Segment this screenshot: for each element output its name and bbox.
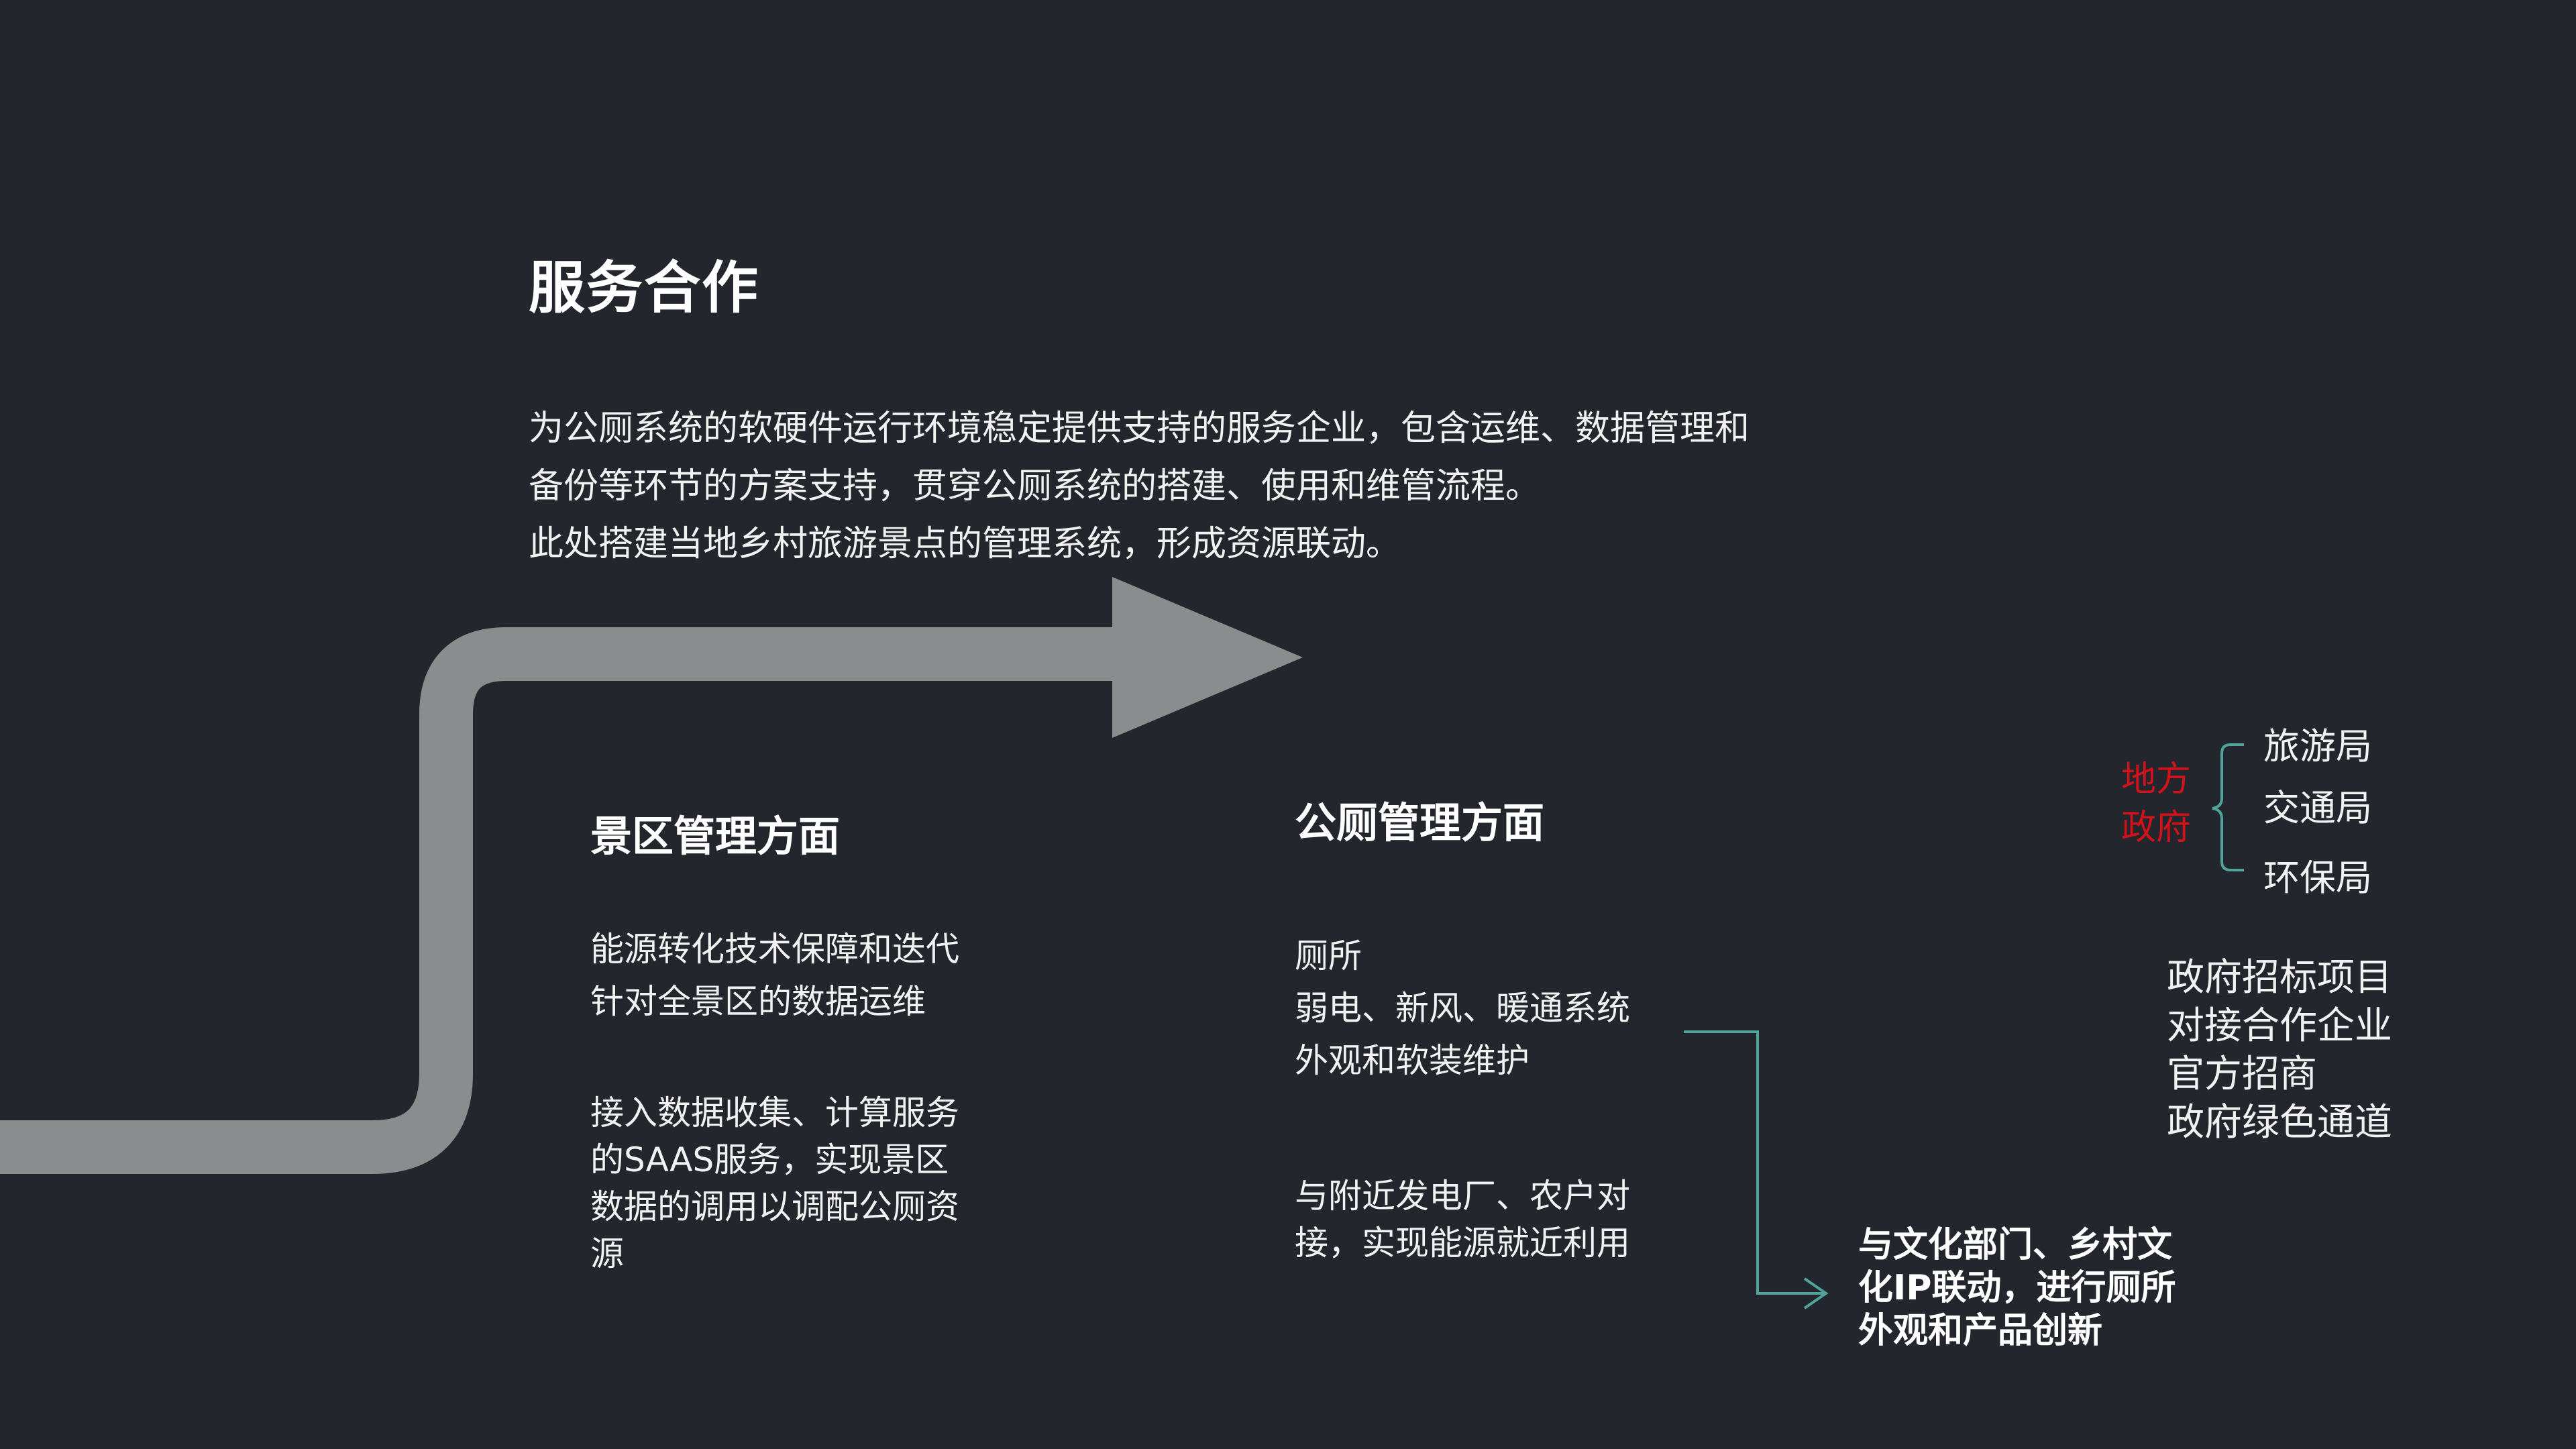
government-items: 政府招标项目 对接合作企业 官方招商 政府绿色通道 — [2167, 954, 2392, 1147]
bureau-environment: 环保局 — [2263, 857, 2372, 899]
bureau-tourism: 旅游局 — [2263, 725, 2372, 767]
bureau-transport: 交通局 — [2263, 787, 2372, 829]
culture-line: 化IP联动，进行厕所 — [1858, 1268, 2176, 1308]
government-item: 政府绿色通道 — [2167, 1101, 2392, 1144]
intro-line: 为公厕系统的软硬件运行环境稳定提供支持的服务企业，包含运维、数据管理和 — [529, 409, 1750, 449]
toilet-heading: 公厕管理方面 — [1295, 798, 1545, 847]
government-label: 地方 政府 — [2121, 755, 2191, 852]
government-label-line: 政府 — [2121, 808, 2192, 848]
government-item: 官方招商 — [2167, 1053, 2317, 1096]
government-label-line: 地方 — [2121, 759, 2192, 800]
scenic-block-1: 能源转化技术保障和迭代 针对全景区的数据运维 — [590, 923, 959, 1028]
culture-block: 与文化部门、乡村文 化IP联动，进行厕所 外观和产品创新 — [1858, 1224, 2176, 1352]
scenic-line: 的SAAS服务，实现景区 — [590, 1140, 949, 1179]
government-item: 政府招标项目 — [2167, 956, 2392, 1000]
intro-paragraph: 为公厕系统的软硬件运行环境稳定提供支持的服务企业，包含运维、数据管理和 备份等环… — [529, 400, 1750, 573]
flow-arrow-shaft — [0, 627, 1140, 1174]
scenic-block-2: 接入数据收集、计算服务 的SAAS服务，实现景区 数据的调用以调配公厕资 源 — [590, 1089, 959, 1277]
flow-arrow-head — [1112, 577, 1303, 738]
culture-connector-arrowhead — [1803, 1277, 1829, 1309]
culture-line: 与文化部门、乡村文 — [1858, 1225, 2173, 1265]
scenic-line: 能源转化技术保障和迭代 — [590, 930, 959, 969]
scenic-heading: 景区管理方面 — [590, 812, 841, 861]
toilet-line: 弱电、新风、暖通系统 — [1295, 989, 1630, 1028]
culture-connector-line — [1684, 1030, 1825, 1295]
toilet-line: 厕所 — [1295, 936, 1362, 975]
toilet-block-2: 与附近发电厂、农户对 接，实现能源就近利用 — [1295, 1173, 1630, 1267]
culture-line: 外观和产品创新 — [1858, 1311, 2103, 1351]
scenic-line: 针对全景区的数据运维 — [590, 982, 926, 1021]
toilet-line: 外观和软装维护 — [1295, 1041, 1529, 1080]
scenic-line: 接入数据收集、计算服务 — [590, 1093, 959, 1132]
toilet-line: 接，实现能源就近利用 — [1295, 1224, 1630, 1263]
intro-line: 备份等环节的方案支持，贯穿公厕系统的搭建、使用和维管流程。 — [529, 466, 1541, 506]
government-bracket — [2212, 743, 2244, 871]
toilet-line: 与附近发电厂、农户对 — [1295, 1177, 1630, 1216]
scenic-line: 源 — [590, 1234, 624, 1273]
page-title: 服务合作 — [529, 255, 760, 321]
scenic-line: 数据的调用以调配公厕资 — [590, 1187, 959, 1226]
government-item: 对接合作企业 — [2167, 1004, 2392, 1048]
toilet-block-1: 厕所 弱电、新风、暖通系统 外观和软装维护 — [1295, 930, 1630, 1087]
intro-line: 此处搭建当地乡村旅游景点的管理系统，形成资源联动。 — [529, 524, 1401, 564]
